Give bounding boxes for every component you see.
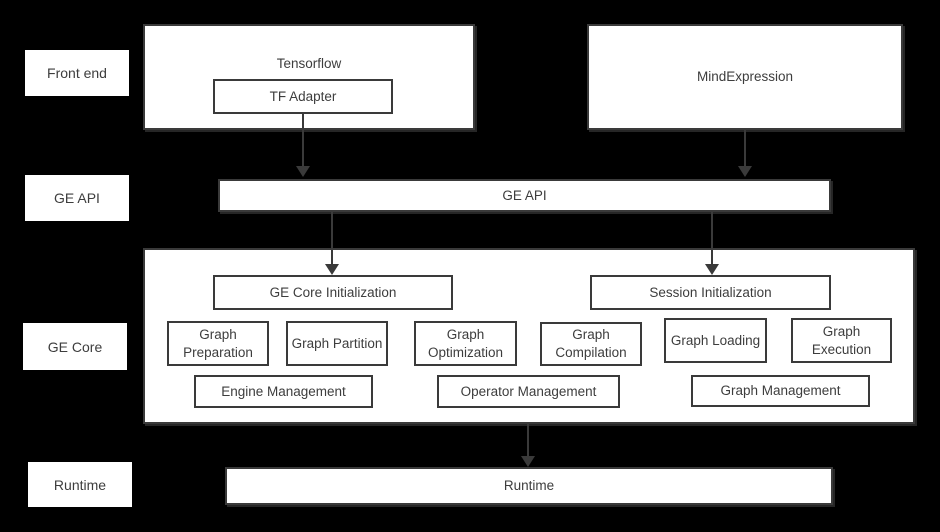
arrow-ge-api-to-session-initialization (705, 212, 719, 275)
graph-loading-box: Graph Loading (664, 318, 767, 363)
rail-label-ge-api: GE API (25, 175, 129, 221)
graph-optimization-box: Graph Optimization (414, 321, 517, 366)
graph-partition-box: Graph Partition (286, 321, 388, 366)
arrow-ge-api-to-ge-core-initialization (325, 212, 339, 275)
tensorflow-box: Tensorflow TF Adapter (143, 24, 475, 130)
tensorflow-title: Tensorflow (276, 55, 342, 71)
graph-preparation-box: Graph Preparation (167, 321, 269, 366)
operator-management-box: Operator Management (437, 375, 620, 408)
runtime-bar: Runtime (225, 467, 833, 505)
session-initialization-box: Session Initialization (590, 275, 831, 310)
rail-label-front-end: Front end (25, 50, 129, 96)
arrow-ge-core-to-runtime (521, 424, 535, 467)
ge-core-initialization-box: GE Core Initialization (213, 275, 453, 310)
graph-compilation-box: Graph Compilation (540, 322, 642, 366)
ge-core-container: GE Core Initialization Session Initializ… (143, 248, 915, 424)
arrow-tf-adapter-to-ge-api (296, 114, 310, 177)
graph-management-box: Graph Management (691, 375, 870, 407)
ge-api-bar: GE API (218, 179, 831, 212)
arrow-mindexpression-to-ge-api (738, 130, 752, 177)
graph-execution-box: Graph Execution (791, 318, 892, 363)
rail-label-ge-core: GE Core (23, 323, 127, 370)
engine-management-box: Engine Management (194, 375, 373, 408)
tf-adapter-box: TF Adapter (213, 79, 393, 114)
mindexpression-box: MindExpression (587, 24, 903, 130)
rail-label-runtime: Runtime (28, 462, 132, 507)
